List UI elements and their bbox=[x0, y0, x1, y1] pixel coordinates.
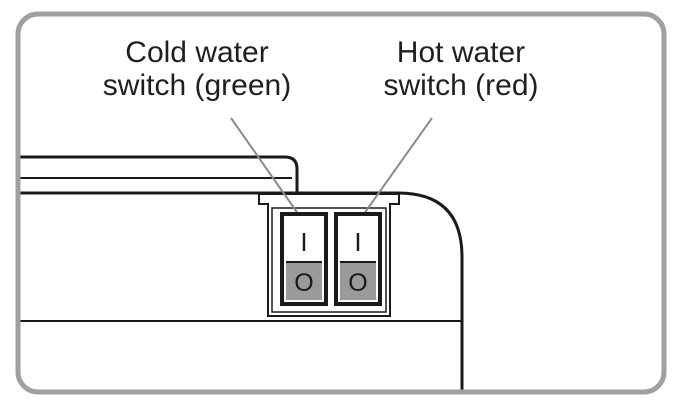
cold-switch-on-mark: I bbox=[300, 227, 307, 257]
cold-label-line-1: Cold water bbox=[125, 36, 269, 69]
hot-label-line-1: Hot water bbox=[396, 36, 526, 69]
cold-water-switch-label: Cold water switch (green) bbox=[86, 36, 308, 102]
cold-label-line-2: switch (green) bbox=[102, 69, 292, 102]
hot-switch-on-mark: I bbox=[354, 227, 361, 257]
cold-leader-line bbox=[230, 117, 302, 219]
hot-switch-off-mark: O bbox=[348, 269, 367, 297]
hot-switch-icon: I O bbox=[334, 212, 382, 306]
cold-switch-icon: I O bbox=[280, 212, 328, 306]
hot-leader-line bbox=[360, 117, 433, 219]
hot-water-switch-label: Hot water switch (red) bbox=[356, 36, 566, 102]
housing-outline bbox=[18, 191, 464, 392]
outer-frame-border bbox=[15, 11, 667, 395]
switch-bezel-inner bbox=[271, 207, 387, 313]
cold-switch-off-mark: O bbox=[294, 269, 313, 297]
lid-outline bbox=[18, 155, 299, 193]
hot-label-line-2: switch (red) bbox=[383, 69, 539, 102]
appliance-body bbox=[18, 155, 464, 392]
